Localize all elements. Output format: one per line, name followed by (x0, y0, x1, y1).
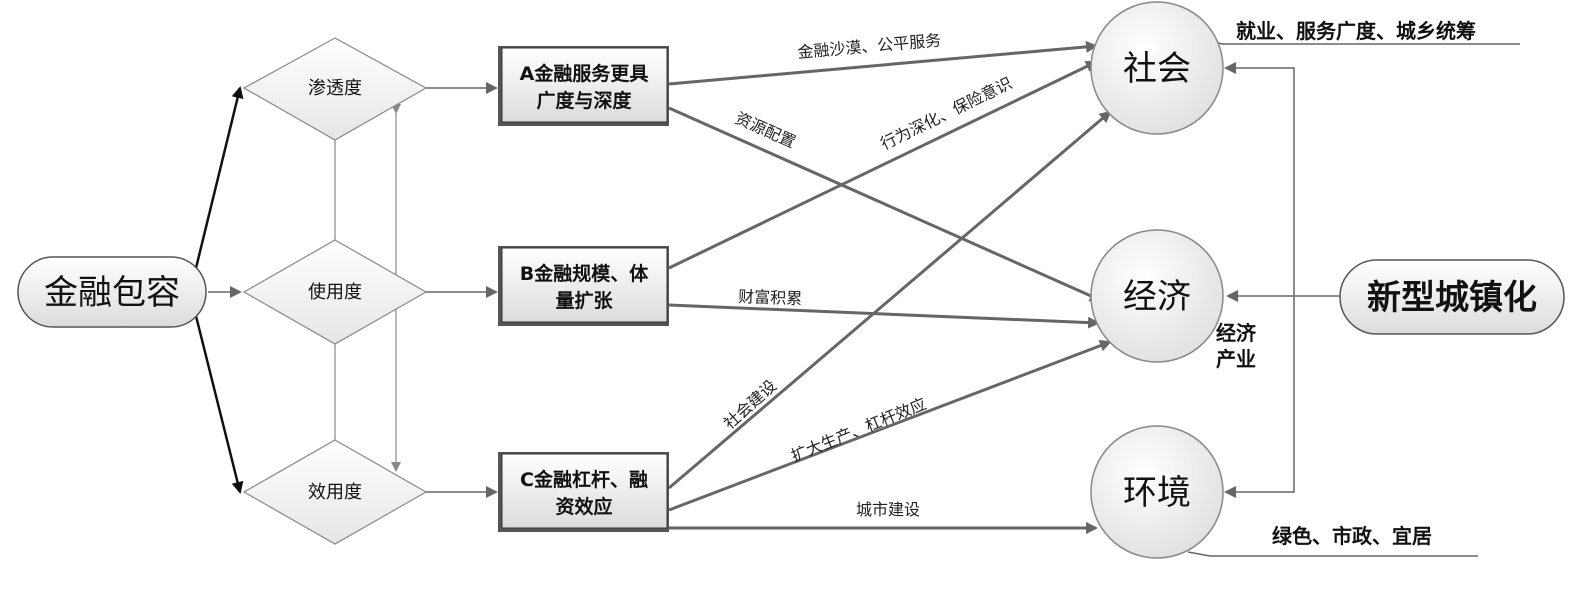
root-label: 金融包容 (44, 273, 180, 313)
box-c-line2: 资效应 (555, 495, 612, 518)
society-label: 社会 (1123, 49, 1191, 89)
a-to-economy-arrow (668, 106, 1102, 302)
c-to-society-arrow (668, 110, 1112, 490)
edge-label-c-economy: 扩大生产、杠杆效应 (788, 394, 929, 466)
box-a-line2: 广度与深度 (536, 89, 632, 112)
environment-note-leader (1187, 551, 1478, 557)
root-to-penetration-arrow (194, 86, 244, 269)
outcome-society: 社会 (1090, 1, 1224, 135)
dimension-penetration: 渗透度 (242, 37, 428, 141)
edge-label-a-economy: 资源配置 (732, 108, 798, 151)
outcome-environment: 环境 (1090, 425, 1224, 559)
root-to-utility-arrow (194, 315, 244, 494)
utility-label: 效用度 (308, 482, 362, 503)
economy-note-line1: 经济 (1216, 321, 1257, 345)
box-a: A金融服务更具 广度与深度 (498, 46, 669, 126)
environment-label: 环境 (1123, 473, 1191, 513)
box-c: C金融杠杆、融 资效应 (498, 452, 669, 532)
urbanization-label: 新型城镇化 (1367, 278, 1537, 318)
economy-note-line2: 产业 (1216, 347, 1256, 371)
box-c-line1: C金融杠杆、融 (520, 468, 648, 491)
penetration-label: 渗透度 (308, 78, 362, 99)
dimension-utility: 效用度 (242, 439, 428, 545)
edge-label-b-society: 行为深化、保险意识 (877, 73, 1015, 153)
c-to-economy-arrow (668, 339, 1112, 512)
usage-label: 使用度 (308, 282, 362, 303)
root-node: 金融包容 (17, 256, 207, 328)
b-to-society-arrow (668, 60, 1098, 270)
edge-label-a-society: 金融沙漠、公平服务 (797, 31, 942, 62)
box-b: B金融规模、体 量扩张 (498, 246, 669, 326)
box-b-line2: 量扩张 (555, 290, 613, 312)
urbanization-node: 新型城镇化 (1339, 259, 1565, 335)
edge-label-c-society: 社会建设 (720, 376, 780, 433)
urbanization-bracket (1228, 67, 1295, 493)
b-to-economy-arrow (668, 303, 1100, 329)
edge-label-b-economy: 财富积累 (738, 287, 803, 308)
outcome-economy: 经济 (1090, 229, 1224, 363)
a-to-society-arrow (668, 40, 1098, 86)
box-a-line1: A金融服务更具 (520, 62, 649, 85)
connectors (194, 39, 1520, 557)
society-note: 就业、服务广度、城乡统筹 (1236, 19, 1476, 43)
dimension-usage: 使用度 (242, 239, 428, 345)
edge-label-c-environment: 城市建设 (856, 500, 920, 519)
environment-note: 绿色、市政、宜居 (1272, 524, 1432, 548)
economy-label: 经济 (1123, 277, 1191, 317)
box-b-line1: B金融规模、体 (520, 262, 649, 285)
